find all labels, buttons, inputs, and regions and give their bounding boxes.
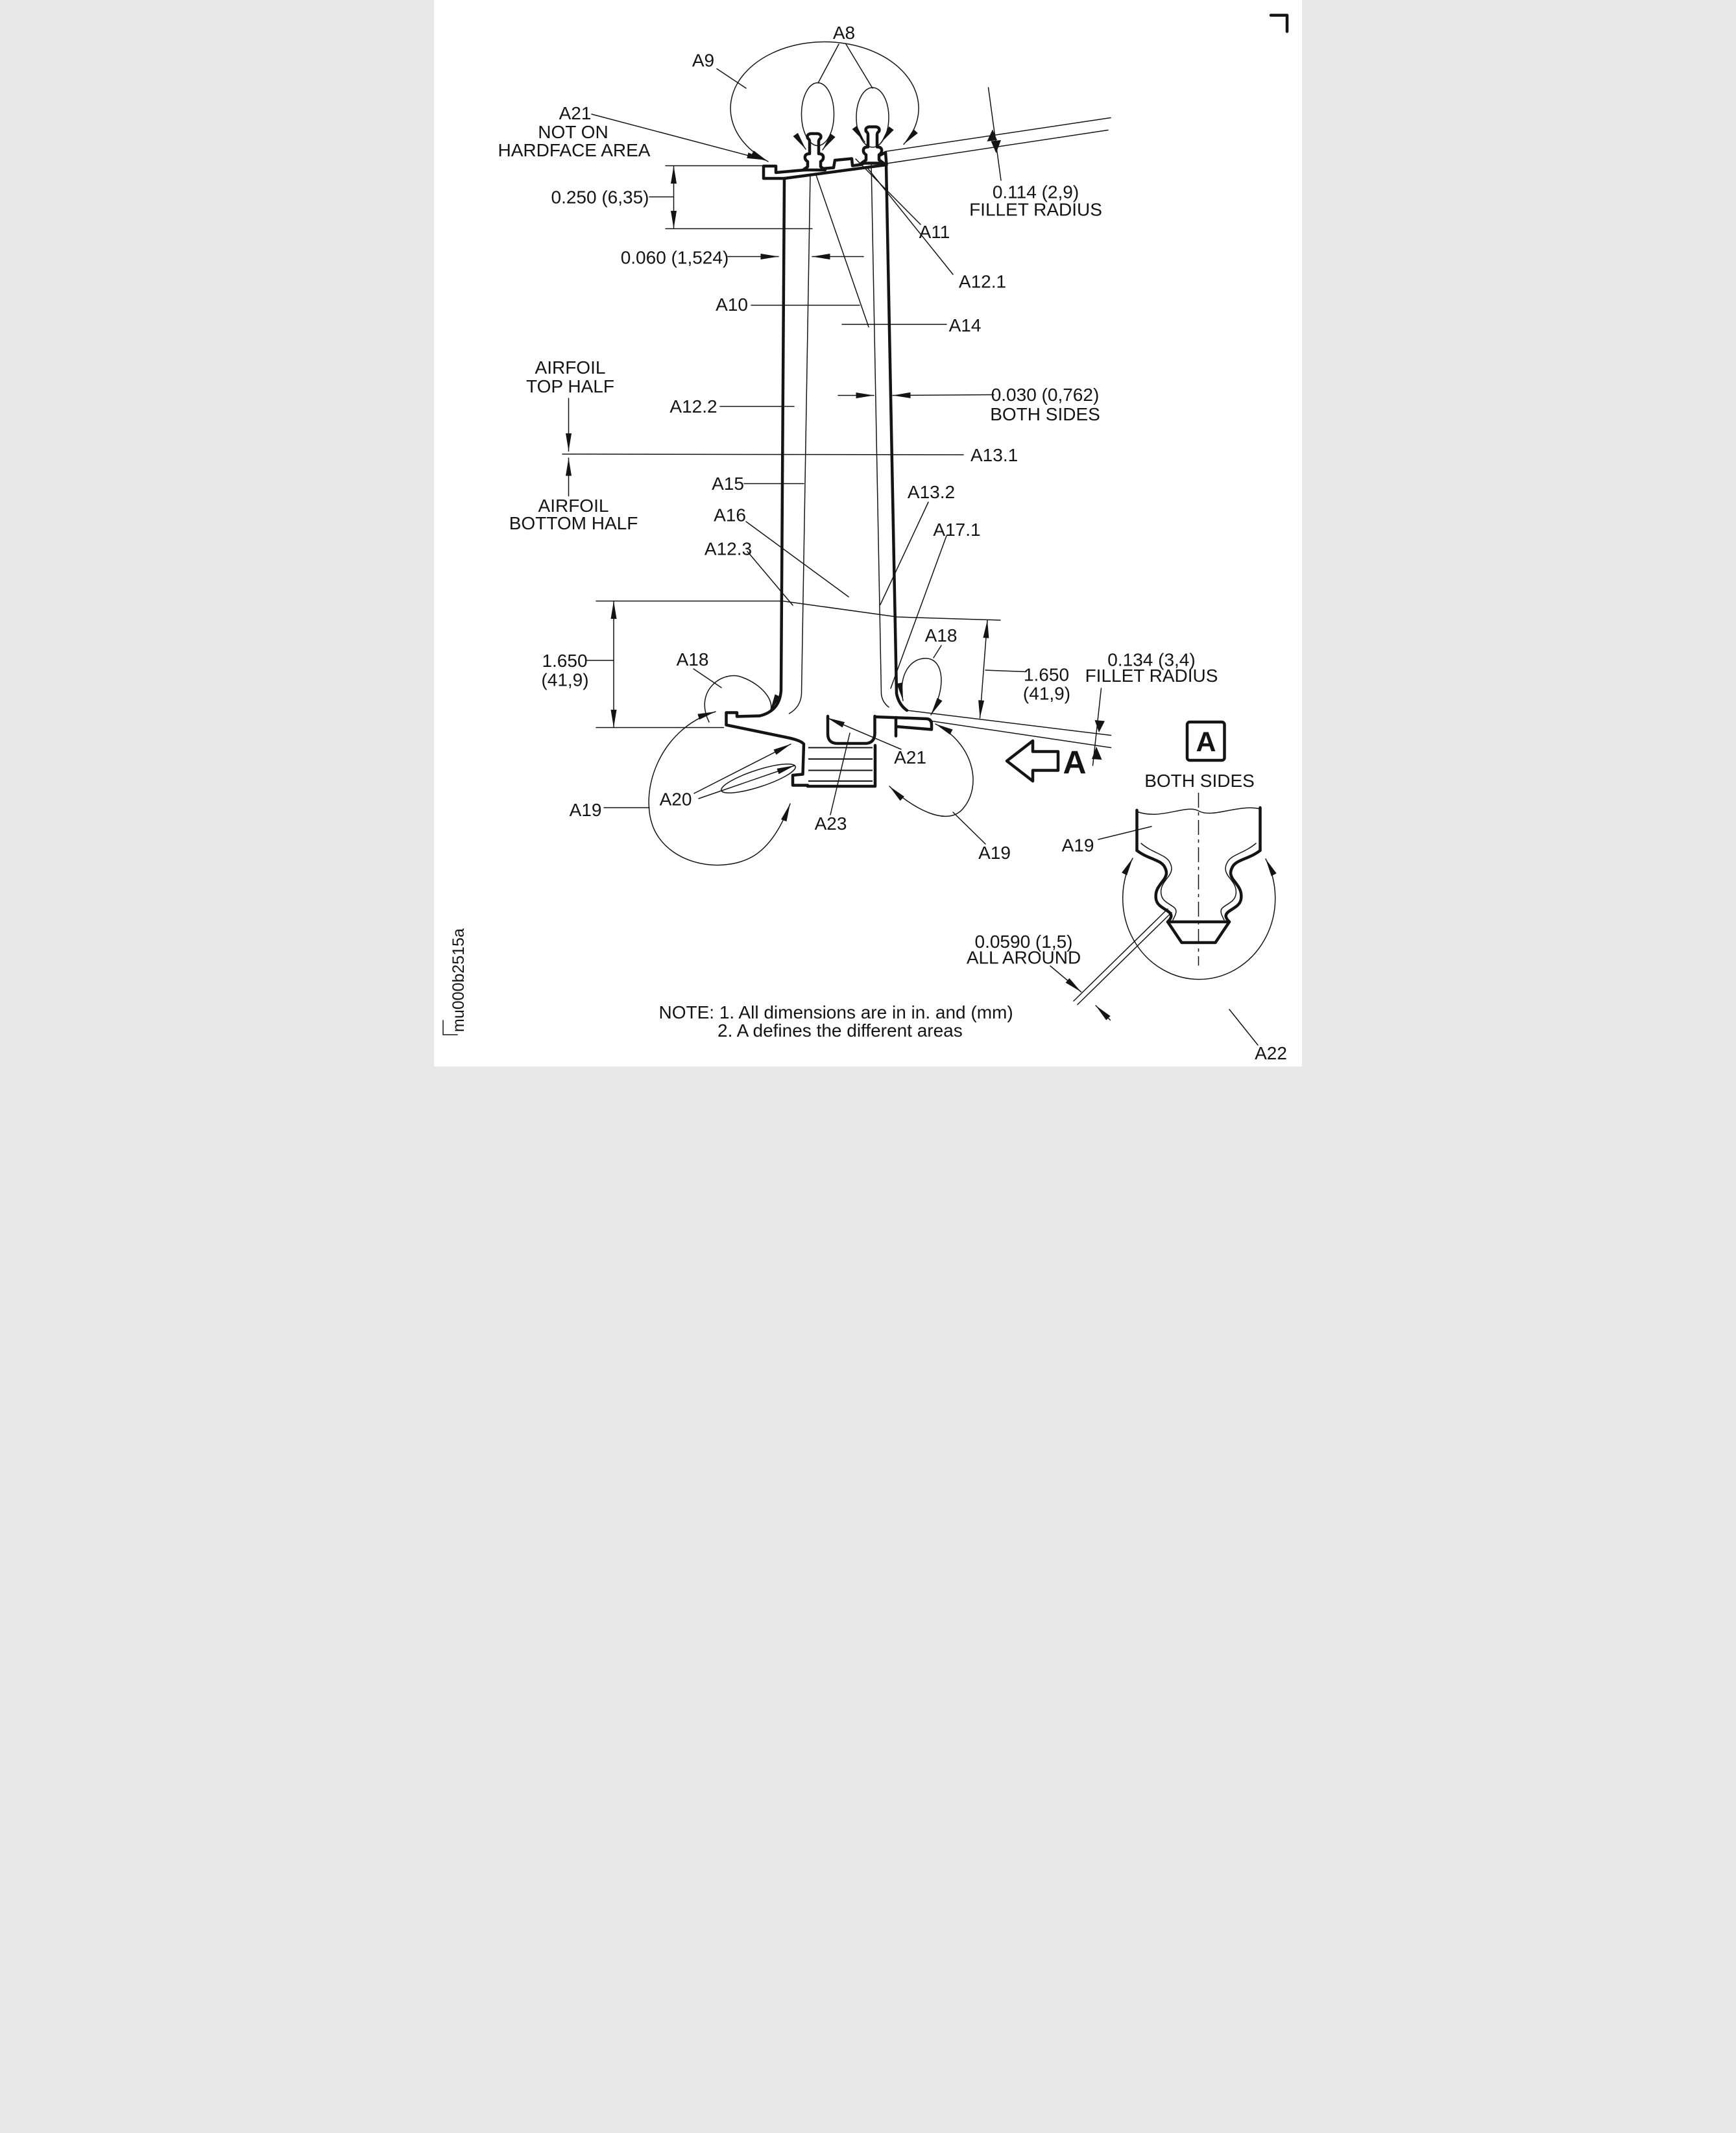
airfoil-left-wall [758,176,786,717]
detail-break-line [1136,807,1261,815]
balloon-a9 [730,41,919,162]
label-a15: A15 [712,474,744,494]
label-a12-3: A12.3 [705,539,752,559]
halves-divider-line [562,453,964,455]
balloon-a22 [1122,858,1277,980]
label-a20: A20 [660,789,692,810]
dim-1650-right-text: 1.650 [1024,665,1069,685]
dim-0114-label: FILLET RADIUS [969,200,1102,220]
watermark-bracket [442,1020,458,1035]
label-a19-detail: A19 [1062,836,1094,856]
leader-a22 [1229,1009,1259,1046]
dim-hardface-depth-top: 0.250 (6,35) [551,165,813,230]
dim-1650-left-text: 1.650 [542,651,587,671]
detail-root-tip [1166,920,1231,945]
section-arrow-letter: A [1063,745,1086,781]
label-a13-1: A13.1 [970,445,1018,465]
dim-hardface-right: 1.650 (41,9) [978,620,1070,719]
airfoil-bottom-label-1: AIRFOIL [538,496,609,516]
coating-line-tip-diagonal [815,173,869,328]
a8-neck-arrows [793,125,894,151]
watermark-text: mu000b2515a [450,928,468,1032]
balloon-a18-left [704,675,780,723]
dim-wall-thickness-mid: 0.030 (0,762) BOTH SIDES [838,385,1100,424]
blade-area-diagram: 0.250 (6,35) 0.060 (1,524) 0.114 (2,9) F… [434,0,1302,1066]
drawing-sheet: 0.250 (6,35) 0.060 (1,524) 0.114 (2,9) F… [434,0,1302,1066]
airfoil-top-label-1: AIRFOIL [535,357,606,378]
dim-1650-right-mm: (41,9) [1023,684,1070,704]
shank-pocket [826,714,876,745]
platform-extension-line-1 [906,710,1112,736]
label-a18-right: A18 [925,625,958,645]
label-a13-2: A13.2 [908,482,955,502]
label-a8: A8 [833,23,855,43]
coating-line-left [788,173,811,714]
label-a22: A22 [1255,1043,1287,1063]
platform-left-and-shank [725,711,877,788]
dim-hardface-left: 1.650 (41,9) [541,600,725,729]
dim-0030-label: BOTH SIDES [990,404,1100,424]
label-a17-1: A17.1 [933,520,980,540]
label-a14: A14 [949,315,982,335]
label-a21-root: A21 [894,747,926,767]
dim-0114-text: 0.114 (2,9) [993,182,1079,202]
label-a23: A23 [815,813,847,834]
detail-box [1185,720,1226,762]
label-a12-2: A12.2 [669,396,717,416]
dim-0030-text: 0.030 (0,762) [991,385,1100,405]
label-a19-left: A19 [570,800,602,820]
dim-0134-text: 0.134 (3,4) [1107,650,1195,670]
label-a21-callout-3: HARDFACE AREA [498,140,651,160]
balloon-a19-right [889,723,974,817]
corner-mark [1269,14,1289,33]
airfoil-top-label-2: TOP HALF [526,376,614,396]
detail-box-letter: A [1196,727,1216,758]
detail-scope-label: BOTH SIDES [1144,771,1255,791]
airfoil-right-wall [884,163,909,712]
dim-00590-text: 0.0590 (1,5) [975,932,1073,952]
label-a12-1: A12.1 [959,272,1006,292]
coating-strip-line-1 [1073,908,1168,1002]
leader-lines [591,43,986,845]
coating-leader [1050,965,1082,993]
detail-view-a: A BOTH SIDES [1050,720,1277,1046]
balloon-a18-right [897,658,943,716]
hardface-boundary-line [596,600,1001,621]
dim-wall-thickness-top: 0.060 (1,524) [621,248,864,268]
coating-line-right [871,162,889,708]
label-a10: A10 [716,295,748,315]
area-label-texts: A8 A9 A21 NOT ON HARDFACE AREA A11 A12.1… [498,23,1287,1063]
label-a21-callout-1: A21 [559,103,592,123]
platform-extension-line-2 [931,720,1112,749]
label-a11: A11 [919,222,950,242]
dim-0134-label: FILLET RADIUS [1085,666,1218,686]
airfoil-bottom-label-2: BOTTOM HALF [509,513,638,533]
dim-fillet-radius-bottom: 0.134 (3,4) FILLET RADIUS [1085,650,1218,766]
label-a9: A9 [692,51,714,71]
dim-fillet-radius-top: 0.114 (2,9) FILLET RADIUS [969,87,1102,220]
leader-a19-detail [1098,826,1152,840]
platform-right-lip [873,715,934,731]
coating-strip-line-2 [1077,911,1172,1006]
root-hatch [808,747,873,782]
tip-seal-pin-left [801,132,827,172]
note-line-2: 2. A defines the different areas [717,1020,963,1041]
tip-seal-pin-right [860,125,886,165]
section-arrow: A [1005,739,1087,783]
note-line-1: NOTE: 1. All dimensions are in in. and (… [659,1002,1013,1022]
detail-root-profile-right [1224,849,1262,924]
label-a19-right: A19 [978,843,1011,863]
dim-0250-text: 0.250 (6,35) [551,187,649,208]
label-a21-callout-2: NOT ON [538,122,608,142]
label-a16: A16 [714,505,746,525]
dim-1650-left-mm: (41,9) [541,670,588,690]
balloon-a19-left [648,711,791,866]
label-a18-left: A18 [677,649,709,669]
coating-opposing-arrow [1095,1005,1111,1021]
airfoil-halves-callout: AIRFOIL TOP HALF AIRFOIL BOTTOM HALF [509,357,638,533]
tip-extension-line-1 [884,117,1111,152]
dim-00590-label: ALL AROUND [967,948,1081,968]
dim-0060-text: 0.060 (1,524) [621,248,729,268]
